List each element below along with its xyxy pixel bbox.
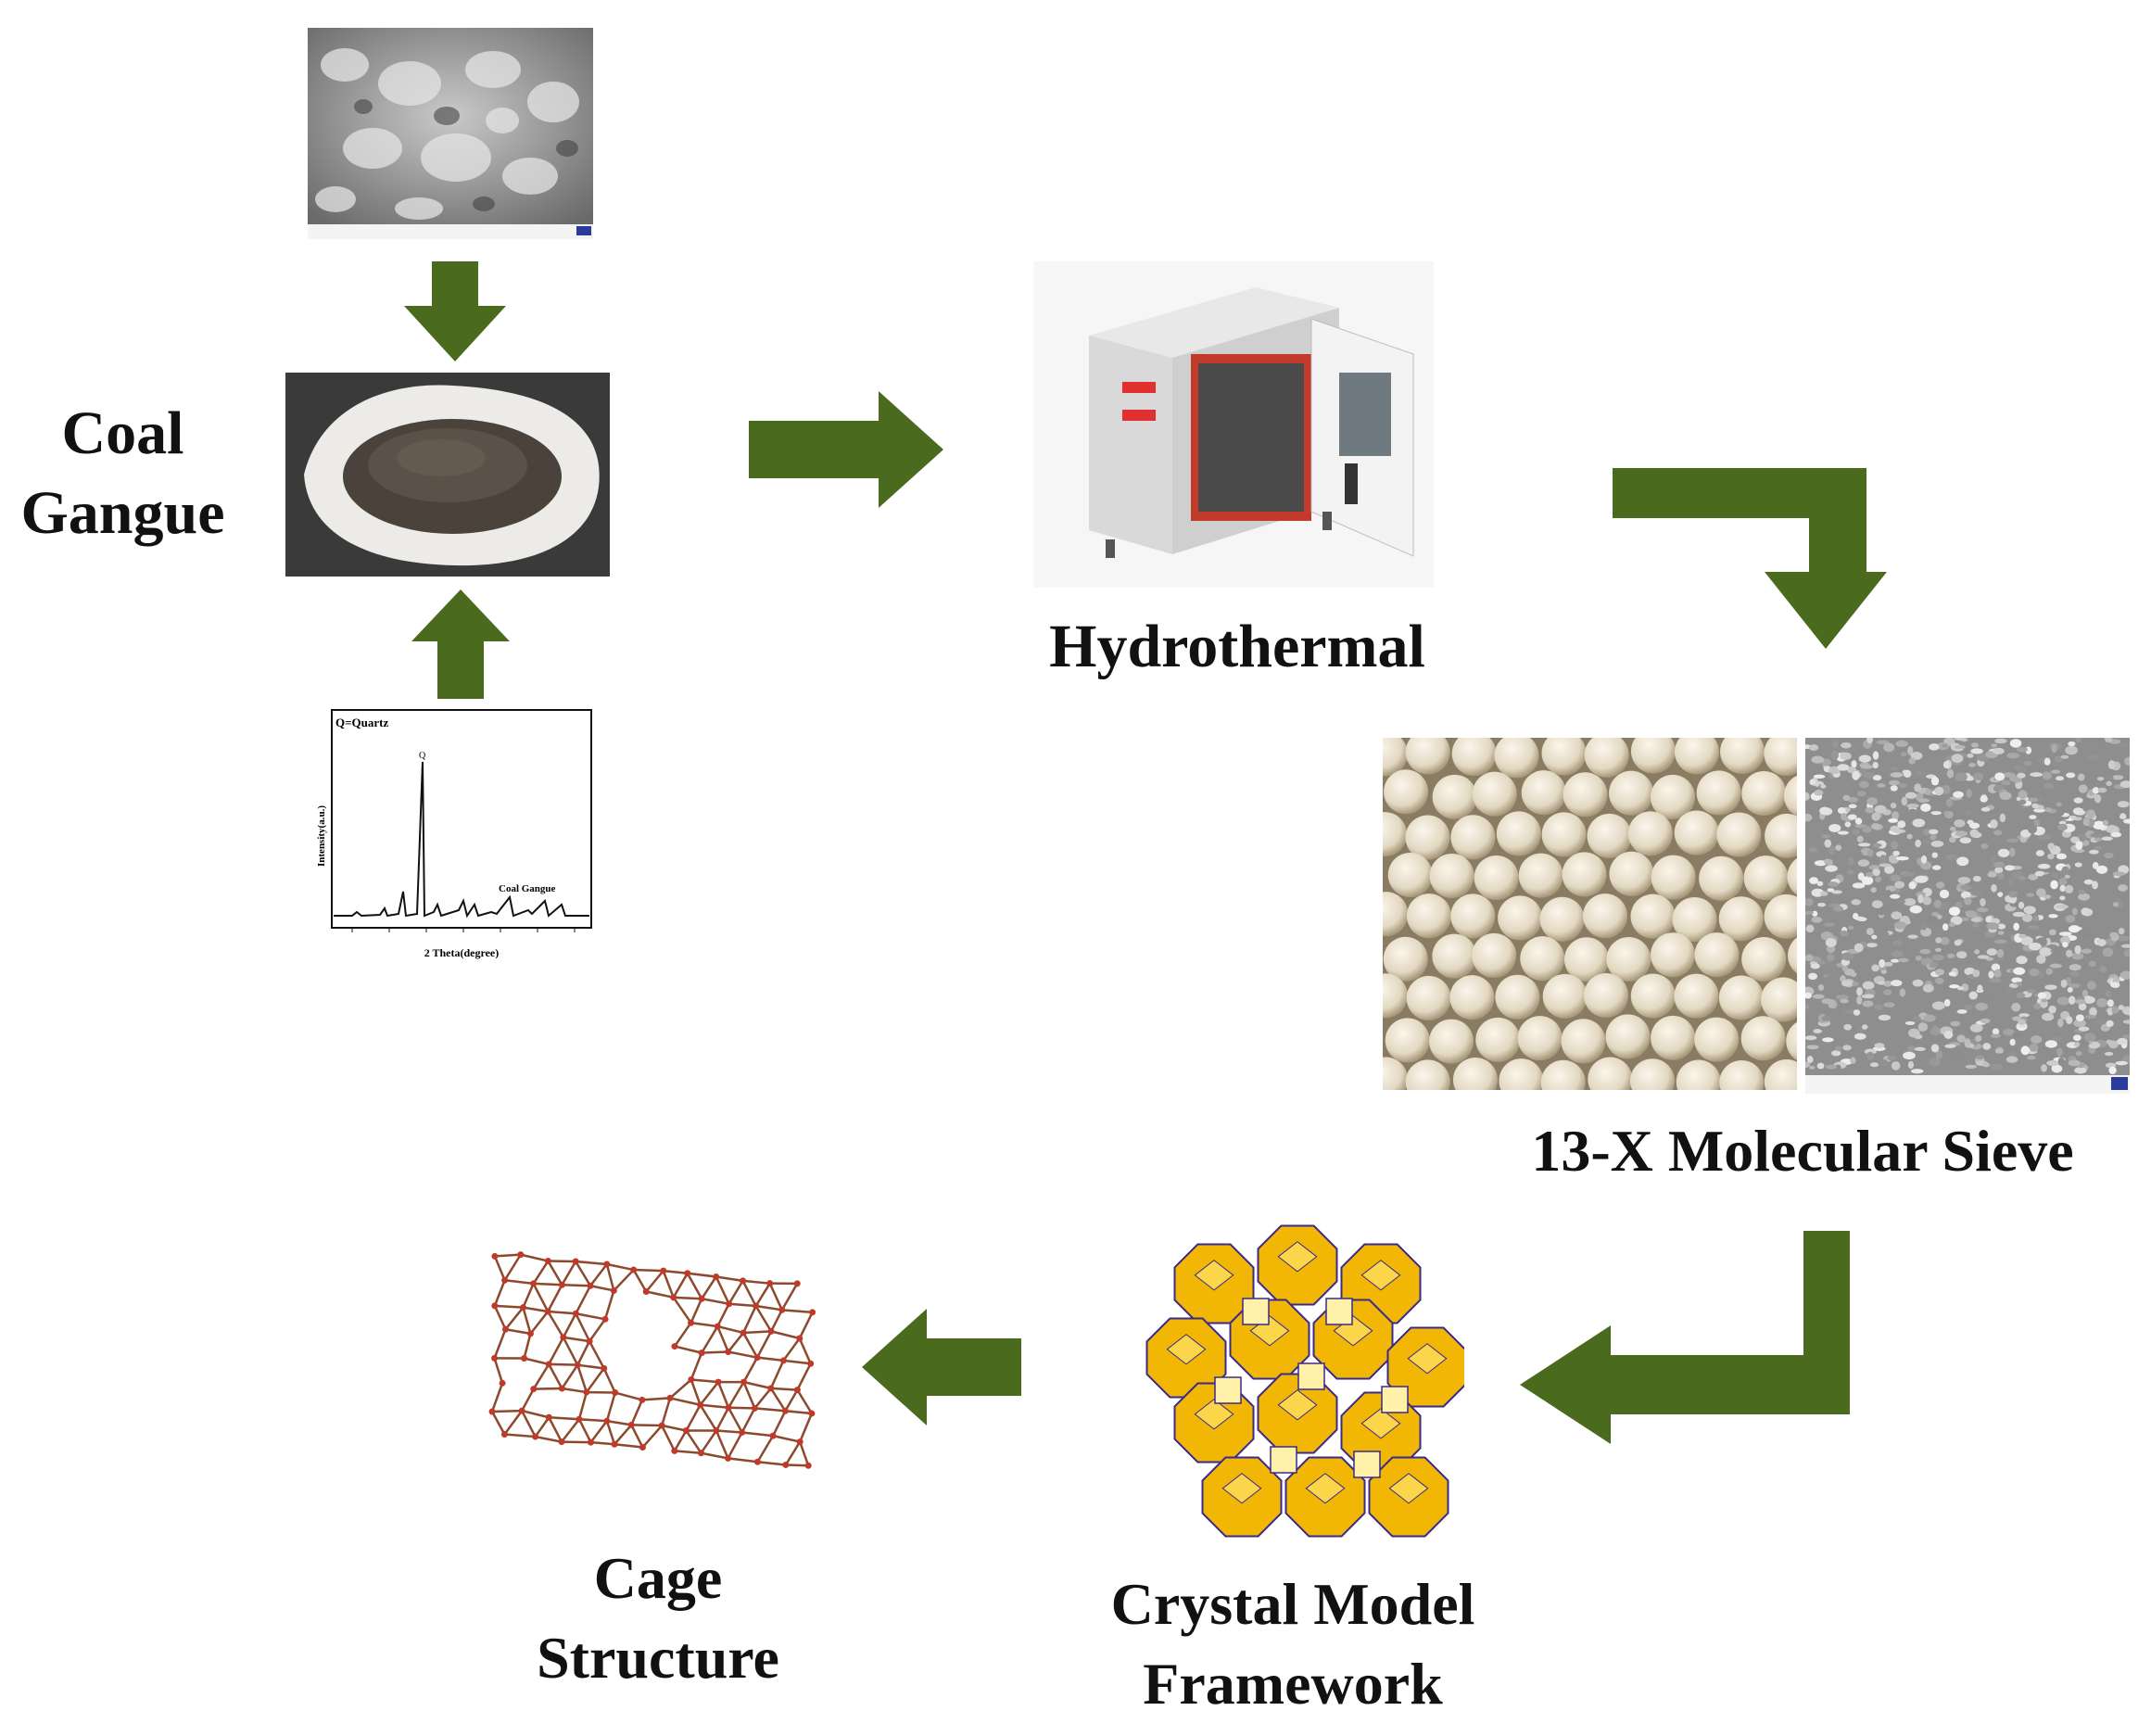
sem-sieve-icon bbox=[1805, 738, 2130, 1094]
label-coal-gangue: Coal Gangue bbox=[0, 394, 246, 553]
cage-structure-icon bbox=[473, 1223, 834, 1483]
xrd-ylabel: Intensity(a.u.) bbox=[316, 805, 327, 867]
label-crystal-model: Crystal Model Framework bbox=[1075, 1565, 1511, 1724]
label-coal-line1: Coal bbox=[61, 399, 184, 467]
label-cage-line1: Cage bbox=[593, 1545, 723, 1611]
sem-micrograph-icon bbox=[308, 28, 593, 239]
label-cage-structure: Cage Structure bbox=[491, 1539, 825, 1698]
xrd-chart-icon: Q=Quartz Intensity(a.u.) Q Coal Gangue 2… bbox=[315, 706, 598, 964]
arrow-right-icon bbox=[749, 391, 943, 508]
label-crystal-line1: Crystal Model bbox=[1110, 1571, 1475, 1637]
arrow-left-icon bbox=[862, 1309, 1021, 1426]
sieve-beads-icon bbox=[1383, 738, 1797, 1090]
label-coal-line2: Gangue bbox=[20, 479, 225, 547]
arrow-down-icon bbox=[404, 261, 506, 361]
crystal-framework-icon bbox=[1131, 1219, 1464, 1552]
arrow-corner-left-icon bbox=[1520, 1231, 1854, 1444]
label-molecular-sieve: 13-X Molecular Sieve bbox=[1531, 1118, 2074, 1184]
label-cage-line2: Structure bbox=[537, 1625, 779, 1691]
arrow-corner-down-icon bbox=[1613, 468, 1887, 649]
arrow-up-icon bbox=[411, 589, 510, 699]
xrd-peak-marker: Q bbox=[419, 751, 426, 761]
label-hydrothermal: Hydrothermal bbox=[1049, 613, 1425, 680]
xrd-sample-label: Coal Gangue bbox=[499, 883, 556, 894]
powder-dish-icon bbox=[285, 373, 610, 577]
label-crystal-line2: Framework bbox=[1143, 1651, 1443, 1717]
xrd-legend: Q=Quartz bbox=[335, 716, 388, 729]
oven-icon bbox=[1033, 261, 1434, 588]
xrd-xlabel: 2 Theta(degree) bbox=[424, 946, 500, 959]
